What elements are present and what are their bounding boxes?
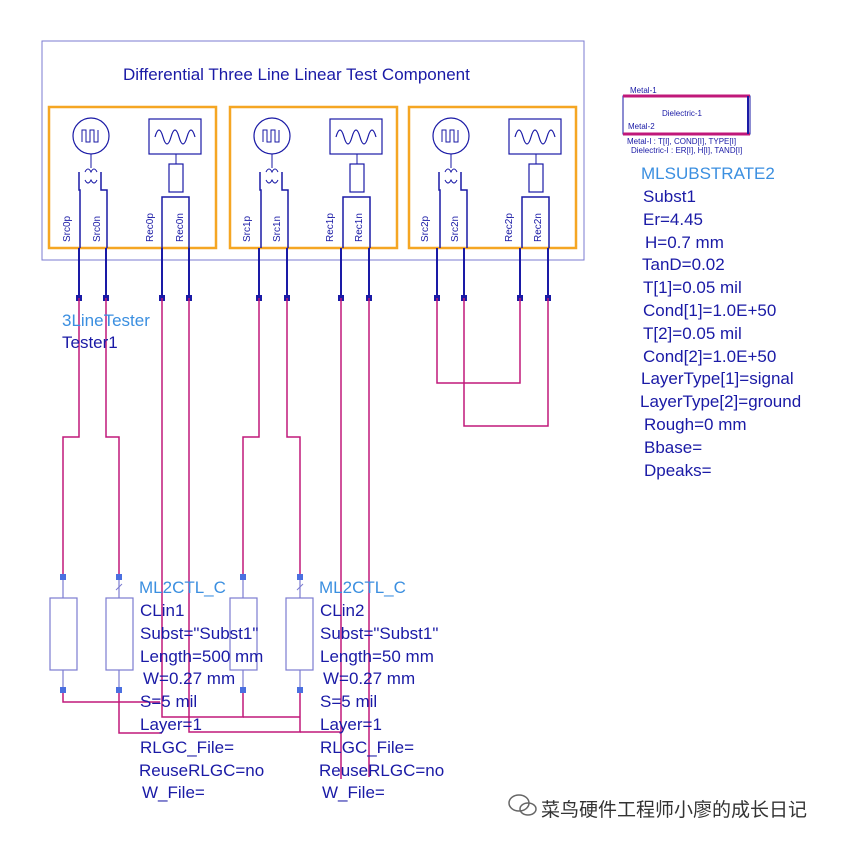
- substrate-symbol[interactable]: [622, 94, 751, 136]
- scope-receiver-icon: [508, 118, 562, 155]
- clin1-param: Layer=1: [140, 715, 202, 734]
- pulse-source-icon: [253, 117, 291, 155]
- clin1-symbol[interactable]: [49, 577, 134, 692]
- source-lead: [460, 172, 468, 205]
- clin1-param: Subst="Subst1": [140, 623, 259, 643]
- receiver-lead: [342, 196, 371, 205]
- tester-title: Differential Three Line Linear Test Comp…: [123, 65, 470, 84]
- wires: [62, 298, 549, 779]
- pin-label: Rec1n: [354, 213, 365, 242]
- clin1-param: W_File=: [142, 783, 205, 803]
- substrate-name: MLSUBSTRATE2: [641, 164, 775, 183]
- substrate-param: Subst1: [643, 187, 696, 206]
- sine-wave-icon: [514, 129, 556, 145]
- tester-outline[interactable]: [41, 40, 585, 261]
- receiver-lead: [521, 196, 550, 205]
- port-group-2[interactable]: [407, 105, 578, 250]
- pin-label: Src0p: [62, 215, 73, 242]
- clin1-param: RLGC_File=: [140, 737, 235, 757]
- tester-type-label: 3LineTester: [62, 311, 150, 330]
- sine-wave-icon: [335, 129, 377, 145]
- substrate-param: Cond[1]=1.0E+50: [643, 301, 777, 320]
- pulse-source-icon: [72, 117, 110, 155]
- substrate-param: LayerType[2]=ground: [640, 392, 802, 412]
- pin-label: Src1n: [272, 215, 283, 242]
- port-group-1[interactable]: [228, 105, 399, 250]
- clin1-param: S=5 mil: [140, 692, 198, 712]
- clin1-param: W=0.27 mm: [143, 669, 236, 689]
- pin-label: Rec2p: [504, 213, 515, 242]
- substrate-param: H=0.7 mm: [645, 232, 724, 252]
- clin1-type: ML2CTL_C: [139, 578, 226, 597]
- substrate-legend: Dielectric-I : ER[I], H[I], TAND[I]: [631, 146, 743, 155]
- wechat-icon: [508, 794, 537, 816]
- pin-label: Src2p: [420, 215, 431, 242]
- transformer-icon: [265, 168, 279, 184]
- substrate-legend: Metal-I : T[I], COND[I], TYPE[I]: [627, 137, 737, 146]
- tester-instance-label: Tester1: [62, 333, 118, 352]
- clin1-param: ReuseRLGC=no: [139, 760, 265, 780]
- substrate-param: Bbase=: [644, 437, 703, 457]
- pulse-wave-icon: [81, 129, 99, 143]
- load-resistor-icon: [168, 163, 184, 193]
- pin-label: Rec2n: [533, 213, 544, 242]
- source-lead: [100, 172, 108, 205]
- substrate-param: TanD=0.02: [642, 255, 725, 275]
- clin2-param: Length=50 mm: [320, 646, 434, 666]
- source-lead: [438, 172, 441, 205]
- substrate-param: Er=4.45: [643, 209, 704, 229]
- pin-label: Src1p: [242, 215, 253, 242]
- substrate-param: LayerType[1]=signal: [641, 369, 794, 389]
- substrate-param: Cond[2]=1.0E+50: [643, 346, 777, 366]
- clin2-type: ML2CTL_C: [319, 578, 406, 597]
- pin-label: Rec0p: [145, 213, 156, 242]
- source-lead: [281, 172, 289, 205]
- source-lead: [259, 172, 262, 205]
- clin2-param: W_File=: [322, 783, 385, 803]
- clin2-param: S=5 mil: [320, 692, 378, 712]
- pin-label: Rec1p: [325, 213, 336, 242]
- substrate-param: Rough=0 mm: [644, 415, 747, 434]
- substrate-param: T[2]=0.05 mil: [643, 323, 742, 343]
- clin1-param: Length=500 mm: [140, 646, 264, 666]
- clin2-param: RLGC_File=: [320, 737, 415, 757]
- scope-receiver-icon: [148, 118, 202, 155]
- source-lead: [78, 172, 81, 205]
- port-group-0[interactable]: [47, 105, 218, 250]
- substrate-dielectric: Dielectric-1: [662, 109, 703, 118]
- pin-label: Src2n: [450, 215, 461, 242]
- pin-label: Src0n: [92, 215, 103, 242]
- watermark-text: 菜鸟硬件工程师小廖的成长日记: [541, 800, 808, 821]
- load-resistor-icon: [349, 163, 365, 193]
- clin2-param: Layer=1: [320, 715, 382, 734]
- clin2-param: CLin2: [320, 601, 365, 620]
- clin1-param: CLin1: [140, 601, 185, 620]
- clin2-param: ReuseRLGC=no: [319, 760, 445, 780]
- clin2-param: W=0.27 mm: [323, 669, 416, 689]
- substrate-param: Dpeaks=: [644, 460, 712, 480]
- transformer-icon: [84, 168, 98, 184]
- receiver-lead: [161, 196, 190, 205]
- load-resistor-icon: [528, 163, 544, 193]
- pin-label: Rec0n: [175, 213, 186, 242]
- pulse-wave-icon: [441, 129, 459, 143]
- pulse-wave-icon: [262, 129, 280, 143]
- sine-wave-icon: [154, 129, 196, 145]
- substrate-metal2: Metal-2: [628, 122, 655, 131]
- clin2-param: Subst="Subst1": [320, 623, 439, 643]
- scope-receiver-icon: [329, 118, 383, 155]
- pulse-source-icon: [432, 117, 470, 155]
- transformer-icon: [444, 168, 458, 184]
- substrate-metal1: Metal-1: [630, 86, 657, 95]
- substrate-param: T[1]=0.05 mil: [643, 278, 742, 298]
